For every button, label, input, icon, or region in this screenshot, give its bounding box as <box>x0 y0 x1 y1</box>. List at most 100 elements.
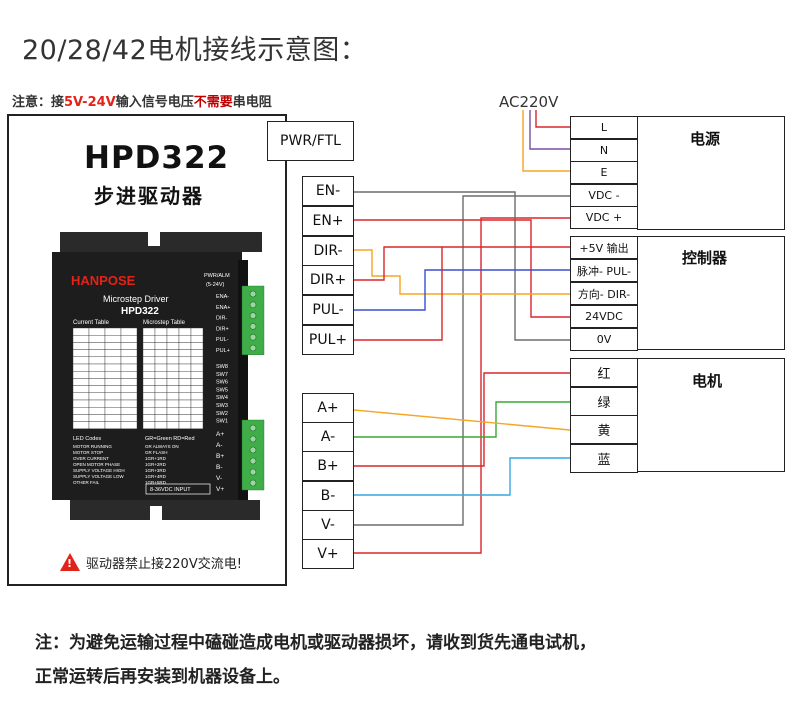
notice-no-need: 不需要 <box>193 95 233 110</box>
terminal-motor-0: A+ <box>302 393 354 423</box>
table-cell <box>142 371 156 379</box>
terminal-controller-0: +5V 输出 <box>570 236 638 259</box>
power-supply-title: 电源 <box>690 130 721 148</box>
dip-switch-label: SW3 <box>216 403 228 409</box>
wire-ac-l <box>535 110 570 128</box>
status-name: OPEN MOTOR PHASE <box>73 462 120 467</box>
table-cell <box>241 285 265 356</box>
driver-model: HPD322 <box>84 140 230 176</box>
table-cell <box>166 378 180 386</box>
ac-input-label: AC220V <box>499 93 559 111</box>
status-name: MOTOR STOP <box>73 450 103 455</box>
table-cell <box>120 371 138 379</box>
driver-motor-pin-label: V+ <box>216 486 224 493</box>
table-cell <box>142 378 156 386</box>
driver-warning: !驱动器禁止接220V交流电! <box>60 553 242 572</box>
driver-pin-label: ENA+ <box>216 305 231 311</box>
terminal-controller-2: 方向- DIR- <box>570 282 638 305</box>
table-cell <box>178 363 192 372</box>
table-cell <box>154 335 168 343</box>
table-cell <box>104 378 122 386</box>
wire-vdc-plus <box>354 217 570 554</box>
table-cell <box>142 363 156 372</box>
terminal-motor-4: V- <box>302 509 354 540</box>
table-cell <box>166 392 180 401</box>
notice-middle: 输入信号电压 <box>115 95 194 110</box>
table-cell <box>190 378 204 386</box>
table-cell <box>154 356 168 365</box>
terminal-screw-icon <box>249 457 257 465</box>
wire-motor-red <box>354 372 570 467</box>
table-cell <box>120 342 138 350</box>
terminal-psu-4: VDC + <box>570 206 638 229</box>
table-cell <box>72 407 90 415</box>
table-cell <box>166 342 180 350</box>
table-cell <box>154 363 168 372</box>
table-cell <box>104 363 122 372</box>
table-cell <box>166 349 180 358</box>
table-cell <box>142 335 156 343</box>
power-supply-panel <box>637 116 785 230</box>
table-cell <box>178 399 192 408</box>
wires <box>353 110 571 554</box>
dip-switch-label: SW5 <box>216 387 228 393</box>
status-code: 1GR+4RD <box>145 474 167 479</box>
table-cell <box>142 356 156 365</box>
driver-pin-label: DIR+ <box>216 326 229 332</box>
driver-subtitle: 步进驱动器 <box>94 184 204 208</box>
table-cell <box>104 385 122 394</box>
terminal-signal-4: PUL- <box>302 295 354 326</box>
terminal-screw-icon <box>249 323 257 330</box>
table-cell <box>88 385 106 394</box>
table-cell <box>166 407 180 415</box>
dip-switch-label: SW7 <box>216 372 228 378</box>
table-cell <box>104 421 122 430</box>
table-cell <box>88 414 106 422</box>
table-cell <box>154 392 168 401</box>
wire-motor-green <box>354 401 570 438</box>
table-cell <box>166 414 180 422</box>
table-cell <box>72 335 90 343</box>
driver-motor-pin-label: B+ <box>216 453 224 460</box>
driver-motor-pin-label: A+ <box>216 431 224 438</box>
warning-text: 驱动器禁止接220V交流电! <box>86 557 242 572</box>
input-box <box>145 483 211 495</box>
driver-frame <box>7 114 287 586</box>
table-cell <box>178 385 192 394</box>
driver-signal-pin-labels: ENA-ENA+DIR-DIR+PUL-PUL+ <box>216 294 231 354</box>
table-cell <box>72 392 90 401</box>
wire-vdc-minus <box>354 195 570 526</box>
table-cell <box>104 399 122 408</box>
dip-switch-label: SW4 <box>216 395 228 401</box>
wire-ac-n <box>529 110 570 150</box>
table-cell <box>178 371 192 379</box>
voltage-notice: 注意：接5V-24V输入信号电压不需要串电阻 <box>12 91 272 110</box>
terminal-psu-3: VDC - <box>570 183 638 207</box>
terminal-motor-wire-0: 红 <box>570 358 638 387</box>
table-cell <box>142 385 156 394</box>
driver-motor-pin-labels: A+A-B+B-V-V+ <box>216 431 224 493</box>
table-cell <box>190 349 204 358</box>
status-code: GR FLASH <box>145 450 168 455</box>
table-cell <box>104 407 122 415</box>
table-cell <box>142 399 156 408</box>
driver-side <box>238 260 248 500</box>
wire-ac-e <box>522 110 570 172</box>
driver-motor-pin-label: B- <box>216 464 223 471</box>
input-voltage-label: 8-36VDC INPUT <box>150 487 191 493</box>
driver-pin-label: PUL- <box>216 337 229 343</box>
led-codes-label: LED Codes <box>73 436 101 442</box>
table-cell <box>190 335 204 343</box>
table-cell <box>154 414 168 422</box>
table-cell <box>120 327 138 336</box>
table-cell <box>104 414 122 422</box>
terminal-signal-1: EN+ <box>302 205 354 236</box>
table-cell <box>120 421 138 430</box>
table-cell <box>104 392 122 401</box>
mount-slot-icon <box>150 506 162 520</box>
table-cell <box>88 327 106 336</box>
table-cell <box>166 335 180 343</box>
terminal-psu-0: L <box>570 116 638 139</box>
terminal-screw-icon <box>249 333 257 341</box>
